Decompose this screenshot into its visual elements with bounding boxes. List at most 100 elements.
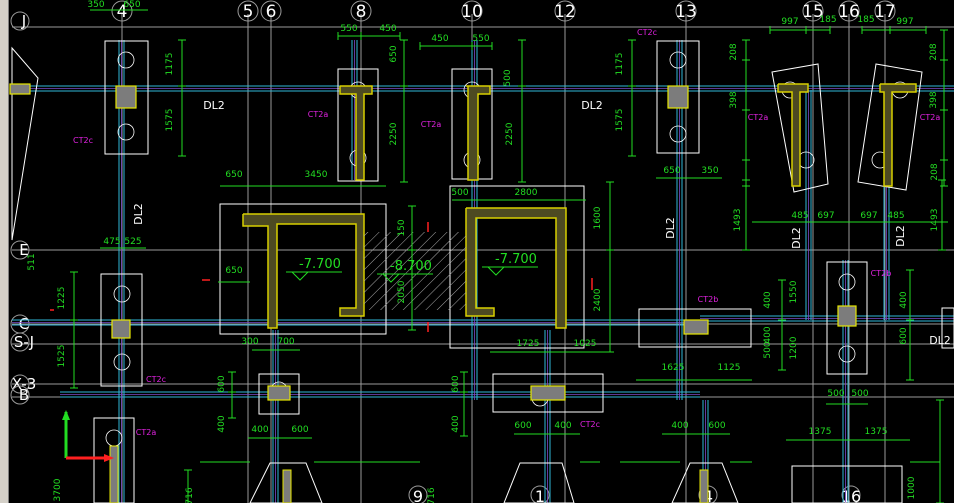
dimension-text: 1225 bbox=[57, 287, 67, 310]
dimension-text: 1493 bbox=[930, 209, 940, 232]
axis-labels-bottom: 91416 bbox=[408, 485, 861, 503]
axis-bubble bbox=[10, 11, 30, 31]
columns bbox=[9, 83, 857, 503]
member-tag: CT2c bbox=[637, 28, 657, 37]
dimension-text: 3700 bbox=[53, 478, 63, 501]
ucs-icon bbox=[62, 410, 114, 462]
dimension-text: 485 bbox=[791, 211, 808, 221]
axis-label-left: S-J bbox=[14, 333, 34, 351]
member-tag: CT2c bbox=[580, 420, 600, 429]
dimension-text: 600 bbox=[514, 421, 531, 431]
core-wall bbox=[465, 207, 567, 329]
core-wall bbox=[777, 83, 809, 187]
wall-outline bbox=[100, 273, 143, 387]
elevation-triangle bbox=[486, 266, 506, 276]
dimension-text: 997 bbox=[781, 17, 798, 27]
axis-bubble bbox=[237, 0, 259, 22]
axis-label-bottom: 1 bbox=[535, 487, 545, 503]
pile-cap-outline bbox=[771, 63, 829, 193]
beam-label-dl2: DL2 bbox=[894, 225, 907, 247]
dimension-text: 400 bbox=[763, 291, 773, 308]
axis-label-top: 5 bbox=[243, 2, 254, 22]
dimension-text: 500 bbox=[827, 389, 844, 399]
pile-cap-outline bbox=[671, 462, 739, 503]
axis-bubble bbox=[530, 485, 550, 503]
dimension-text: 398 bbox=[929, 91, 939, 108]
dimension-lines bbox=[70, 9, 948, 503]
dimension-text: 350 bbox=[701, 166, 718, 176]
dimension-text: 2250 bbox=[505, 122, 515, 145]
dimension-text: 650 bbox=[123, 0, 140, 10]
dimension-text: 650 bbox=[225, 170, 242, 180]
ucs-x-arrow bbox=[104, 454, 114, 462]
core-wall bbox=[466, 85, 491, 181]
axis-label-top: 6 bbox=[266, 2, 277, 22]
axis-label-top: 12 bbox=[554, 2, 576, 22]
axis-label-top: 10 bbox=[461, 2, 483, 22]
dimension-text: 600 bbox=[708, 421, 725, 431]
dimension-text: 208 bbox=[729, 43, 739, 60]
wall-outline bbox=[258, 373, 300, 415]
dimension-text: 1575 bbox=[165, 109, 175, 132]
axis-label-top: 8 bbox=[356, 2, 367, 22]
axis-bubble bbox=[350, 0, 372, 22]
member-tag: CT2b bbox=[698, 295, 719, 304]
left-toolbar-strip bbox=[0, 0, 9, 503]
axis-label-bottom: 9 bbox=[413, 487, 423, 503]
dimension-text: 2050 bbox=[397, 280, 407, 303]
axis-label-left: C bbox=[19, 315, 29, 333]
axis-label-left: J bbox=[21, 12, 26, 30]
dimension-text: 550 bbox=[340, 24, 357, 34]
elevation-text: -8.700 bbox=[390, 259, 432, 274]
dimension-text: 700 bbox=[277, 337, 294, 347]
dimension-text: 300 bbox=[241, 337, 258, 347]
dimension-text: 1200 bbox=[789, 336, 799, 359]
dimension-text: 1175 bbox=[615, 53, 625, 76]
dimension-text: 500 bbox=[851, 389, 868, 399]
core-wall bbox=[242, 213, 365, 329]
axis-bubble bbox=[408, 485, 428, 503]
dimension-text: 2400 bbox=[593, 288, 603, 311]
beam-label-dl2: DL2 bbox=[664, 217, 677, 239]
pile-circle bbox=[113, 285, 131, 303]
member-tag: CT2c bbox=[73, 136, 93, 145]
pile-circle bbox=[117, 123, 135, 141]
member-tag: CT2b bbox=[871, 269, 892, 278]
member-tag: CT2c bbox=[146, 375, 166, 384]
pile-cap-outline bbox=[503, 462, 575, 503]
dimension-text: 525 bbox=[124, 237, 141, 247]
axis-label-top: 13 bbox=[675, 2, 697, 22]
axis-bubble bbox=[10, 374, 30, 394]
dimension-text: 500 bbox=[763, 341, 773, 358]
beam-label-dl2: DL2 bbox=[929, 334, 951, 347]
dimension-text: 350 bbox=[87, 0, 104, 10]
column-section bbox=[109, 445, 119, 503]
dimension-text: 697 bbox=[817, 211, 834, 221]
dimension-text: 1600 bbox=[593, 206, 603, 229]
column-section bbox=[699, 469, 709, 503]
elevation-text: -7.700 bbox=[495, 252, 537, 267]
pile-circle bbox=[669, 51, 687, 69]
wall-outline bbox=[941, 307, 954, 349]
axis-bubble bbox=[10, 385, 30, 405]
dimension-text: 208 bbox=[929, 43, 939, 60]
dimension-text: 600 bbox=[217, 375, 227, 392]
dimension-text: 485 bbox=[887, 211, 904, 221]
axis-bubble bbox=[10, 240, 30, 260]
wall-outline bbox=[104, 40, 149, 155]
axis-label-left: E bbox=[19, 241, 28, 259]
column-section bbox=[683, 319, 709, 335]
axis-label-left: X-3 bbox=[12, 375, 37, 393]
dimension-text: 600 bbox=[291, 425, 308, 435]
beam-label-dl2: DL2 bbox=[132, 203, 145, 225]
wall-outline bbox=[337, 68, 379, 182]
dimension-text: 650 bbox=[225, 266, 242, 276]
core-wall bbox=[879, 83, 917, 187]
member-tag: CT2a bbox=[136, 428, 157, 437]
axis-bubble bbox=[874, 0, 896, 22]
dimension-text: 1525 bbox=[57, 345, 67, 368]
dimension-text: 400 bbox=[763, 326, 773, 343]
